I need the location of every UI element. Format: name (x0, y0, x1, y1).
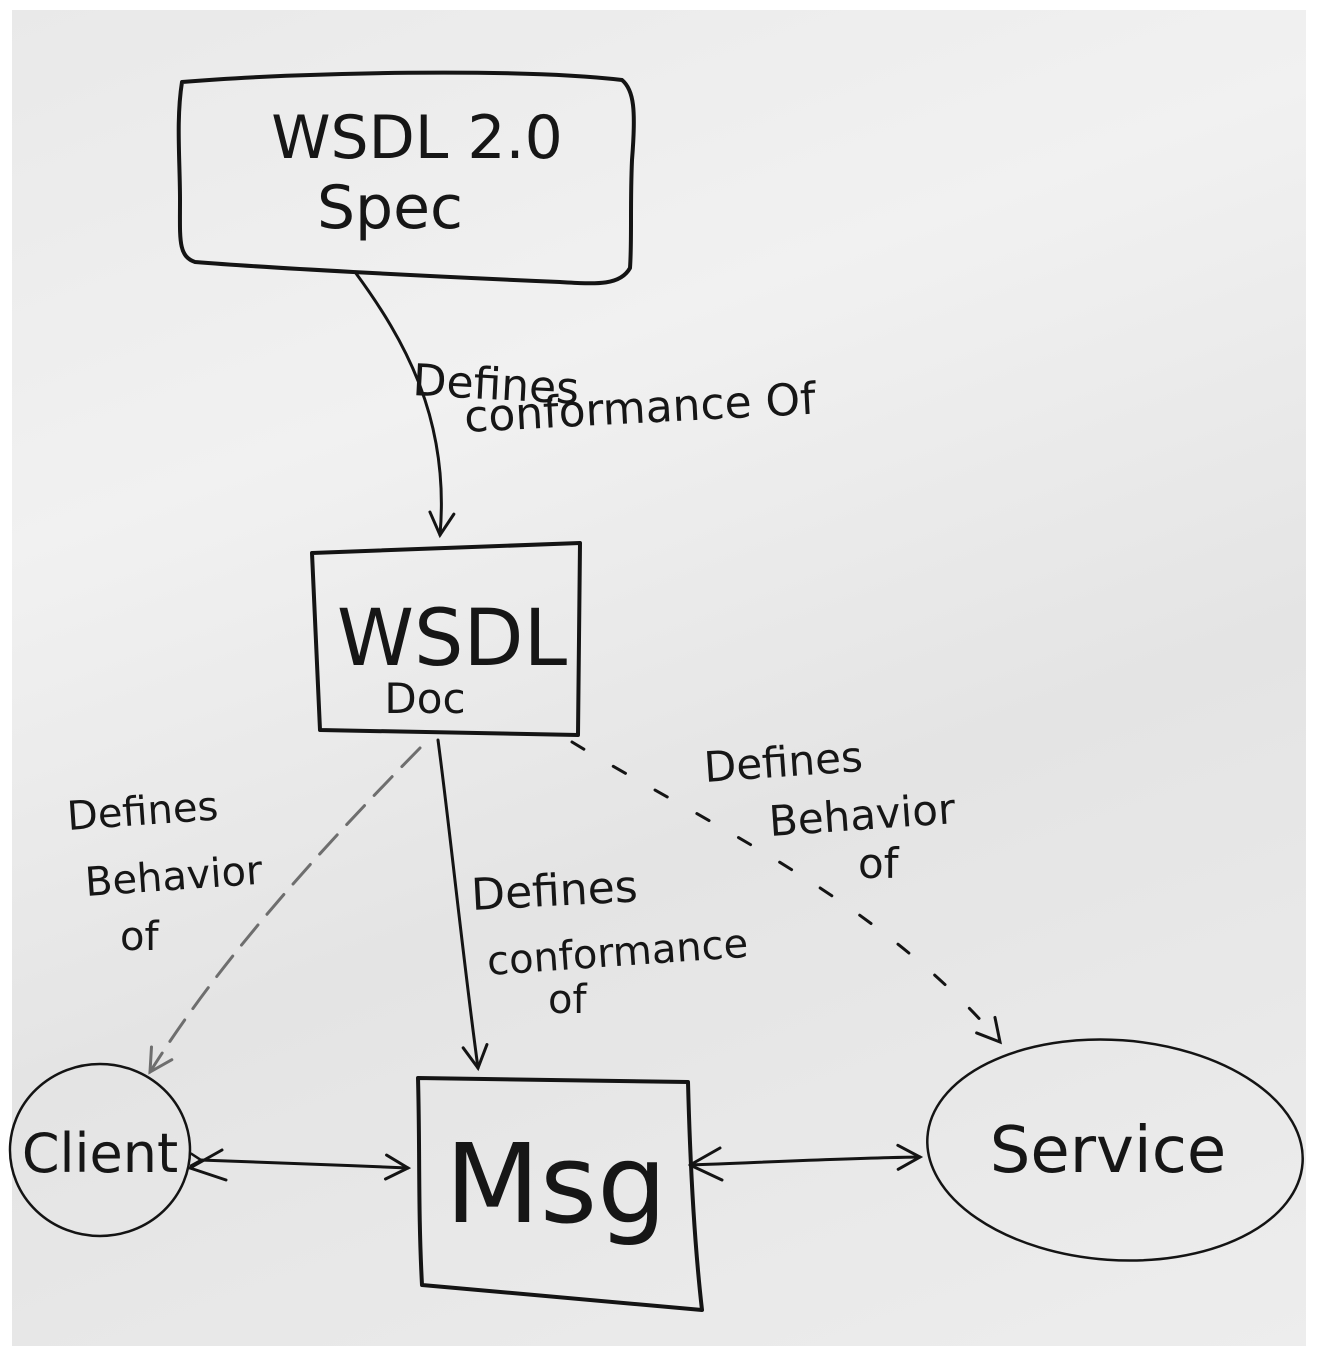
edge-doc-to-service: Defines Behavior of (570, 732, 1003, 1045)
doc-to-msg-label-line1: Defines (470, 861, 639, 921)
client-ellipse (8, 1062, 192, 1238)
service-ellipse (926, 1038, 1304, 1262)
doc-to-service-label-line3: of (858, 839, 900, 888)
doc-to-msg-label-line2: conformance (485, 921, 749, 985)
msg-label: Msg (445, 1120, 667, 1248)
client-label: Client (22, 1122, 178, 1185)
msg-service-arrow (688, 1143, 924, 1171)
doc-box (310, 541, 582, 737)
spec-label-line1: WSDL 2.0 (271, 103, 563, 173)
doc-to-client-label-line2: Behavior (83, 848, 264, 906)
node-msg: Msg (416, 1076, 704, 1312)
doc-to-service-arrow (570, 740, 1003, 1045)
doc-label-line2: Doc (384, 674, 465, 723)
paper-background (12, 10, 1306, 1346)
doc-to-client-label-line1: Defines (65, 784, 219, 840)
node-wsdl-doc: WSDL Doc (310, 541, 582, 737)
doc-to-msg-label-line3: of (548, 977, 587, 1023)
doc-to-client-label-line3: of (120, 914, 159, 960)
doc-to-service-label-line1: Defines (702, 732, 864, 792)
edge-msg-service (688, 1143, 924, 1182)
msg-box (416, 1076, 704, 1312)
doc-to-service-label-line2: Behavior (767, 784, 957, 846)
node-wsdl-spec: WSDL 2.0 Spec (176, 70, 636, 286)
service-label: Service (990, 1114, 1227, 1188)
doc-to-client-arrow (148, 746, 422, 1075)
client-msg-back-arrowhead (188, 1148, 228, 1182)
edge-client-msg (188, 1148, 408, 1182)
doc-label-line1: WSDL (337, 594, 568, 684)
edge-spec-to-doc: Defines conformance Of (353, 270, 818, 539)
node-service: Service (926, 1038, 1304, 1262)
edge-doc-to-client: Defines Behavior of (65, 746, 422, 1075)
doc-to-msg-arrow (436, 738, 489, 1072)
msg-service-back-arrowhead (688, 1146, 724, 1182)
client-msg-arrow (200, 1160, 408, 1168)
spec-box (176, 70, 636, 286)
spec-to-doc-arrow (353, 270, 456, 539)
node-client: Client (8, 1062, 192, 1238)
spec-to-doc-label-line1: Defines (411, 355, 580, 415)
spec-label-line2: Spec (317, 173, 463, 243)
edge-doc-to-msg: Defines conformance of (436, 738, 750, 1072)
